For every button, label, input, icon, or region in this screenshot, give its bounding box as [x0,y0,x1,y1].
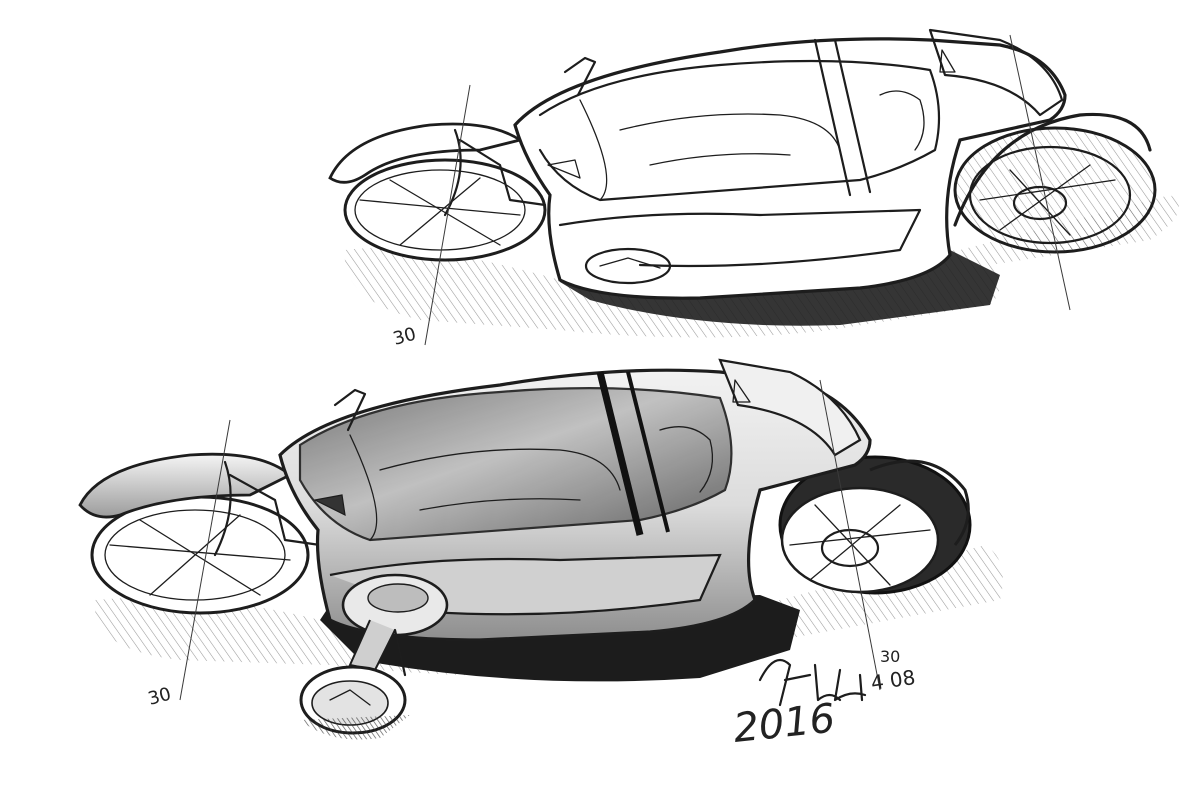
top-vehicle-sketch: 30 [328,28,1179,350]
bottom-angle-mark: 30 [146,684,174,710]
signature-year: 2016 [731,696,837,752]
top-angle-mark: 30 [391,324,419,350]
artist-signature: 4 08 30 2016 [731,647,917,752]
signature-angle-mark: 30 [880,647,900,666]
signature-date: 4 08 [869,665,916,695]
bottom-vehicle-render: 30 [78,358,1003,740]
top-front-wheel [343,158,547,262]
top-body-shell [513,37,1067,300]
